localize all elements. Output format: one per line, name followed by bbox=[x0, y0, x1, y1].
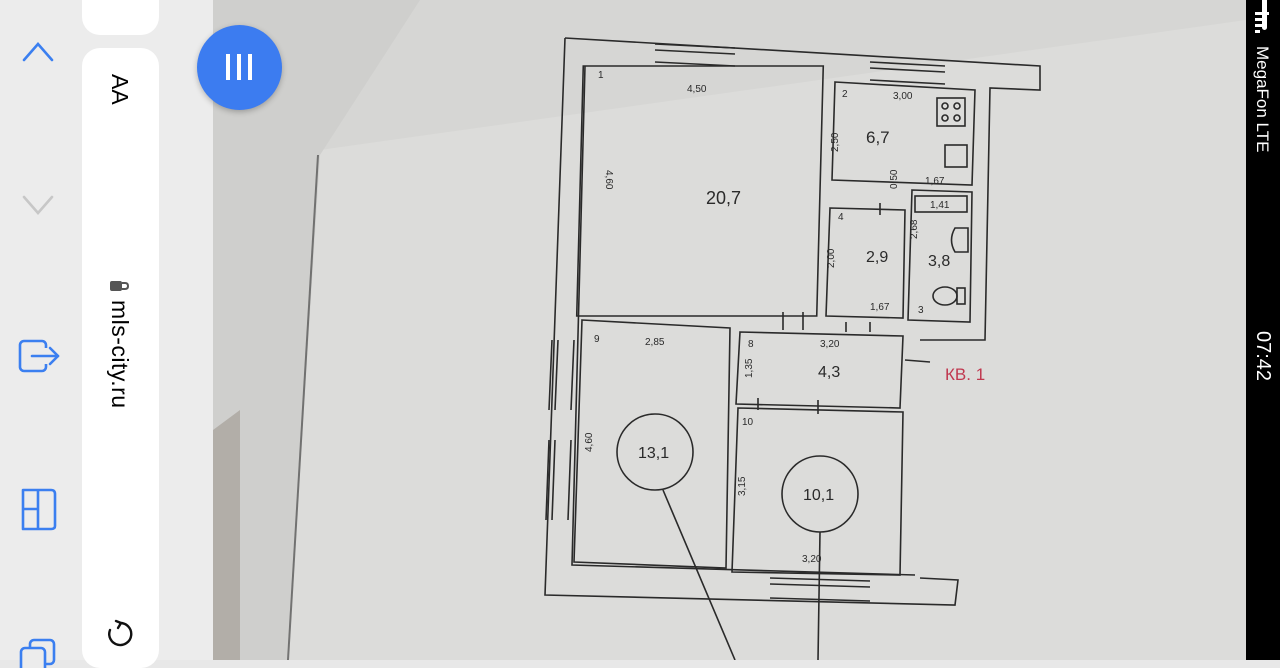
room-2-number: 2 bbox=[842, 89, 848, 100]
room-4-number: 4 bbox=[838, 212, 844, 223]
lock-icon bbox=[110, 281, 130, 291]
dim-room-1-width: 4,50 bbox=[687, 84, 707, 95]
dim-room-9-width: 2,85 bbox=[645, 337, 665, 348]
text-size-button[interactable]: AA bbox=[107, 74, 133, 105]
room-1-number: 1 bbox=[598, 70, 604, 81]
dim-room-10-width: 3,20 bbox=[802, 554, 822, 565]
dim-room-9-height: 4,60 bbox=[584, 432, 595, 452]
dim-room-8-height: 1,35 bbox=[744, 358, 755, 378]
dim-room-3-width: 1,41 bbox=[930, 200, 950, 211]
chevron-up-icon[interactable] bbox=[20, 38, 56, 64]
previous-tab-card[interactable] bbox=[82, 0, 159, 35]
dim-room-1-height: 4,60 bbox=[603, 170, 614, 190]
menu-bars-icon bbox=[226, 54, 252, 80]
floor-plan-drawing: 20,7 6,7 2,9 3,8 4,3 13,1 10,1 1 2 3 4 8… bbox=[213, 0, 1246, 660]
phone-status-bar bbox=[1246, 0, 1280, 660]
dim-room-3-length: 1,67 bbox=[925, 176, 945, 187]
room-2-area: 6,7 bbox=[866, 128, 890, 147]
dim-room-8-width: 3,20 bbox=[820, 339, 840, 350]
dim-room-4-width: 1,67 bbox=[870, 302, 890, 313]
tabs-icon[interactable] bbox=[18, 638, 58, 668]
url-domain[interactable]: mls-city.ru bbox=[107, 300, 133, 409]
address-bar[interactable] bbox=[82, 48, 159, 668]
floor-plan-photo: 20,7 6,7 2,9 3,8 4,3 13,1 10,1 1 2 3 4 8… bbox=[213, 0, 1246, 660]
dim-room-10-height: 3,15 bbox=[737, 476, 748, 496]
room-3-number: 3 bbox=[918, 305, 924, 316]
room-4-area: 2,9 bbox=[866, 249, 888, 266]
bookmarks-icon[interactable] bbox=[18, 486, 58, 532]
dim-room-2-height: 2,50 bbox=[830, 132, 841, 152]
room-1-area: 20,7 bbox=[706, 188, 741, 208]
room-9-area: 13,1 bbox=[638, 445, 669, 462]
share-icon[interactable] bbox=[16, 336, 62, 376]
signal-strength-icon bbox=[1255, 12, 1269, 33]
room-10-area: 10,1 bbox=[803, 487, 834, 504]
room-8-number: 8 bbox=[748, 339, 754, 350]
room-10-number: 10 bbox=[742, 417, 754, 428]
chevron-down-icon[interactable] bbox=[20, 193, 56, 219]
clock: 07:42 bbox=[1252, 331, 1274, 382]
dim-extra: 0,50 bbox=[889, 169, 900, 189]
reload-icon[interactable] bbox=[104, 618, 136, 650]
reader-menu-button[interactable] bbox=[197, 25, 282, 110]
dim-room-4-height: 2,00 bbox=[826, 248, 837, 268]
room-3-area: 3,8 bbox=[928, 253, 950, 270]
apartment-label: КВ. 1 bbox=[945, 365, 985, 384]
room-9-number: 9 bbox=[594, 334, 600, 345]
dim-room-3-height: 2,68 bbox=[909, 219, 920, 239]
walls bbox=[544, 37, 1041, 660]
room-8-area: 4,3 bbox=[818, 364, 840, 381]
carrier-label: MegaFon LTE bbox=[1253, 46, 1272, 153]
dim-room-2-width: 3,00 bbox=[893, 91, 913, 102]
